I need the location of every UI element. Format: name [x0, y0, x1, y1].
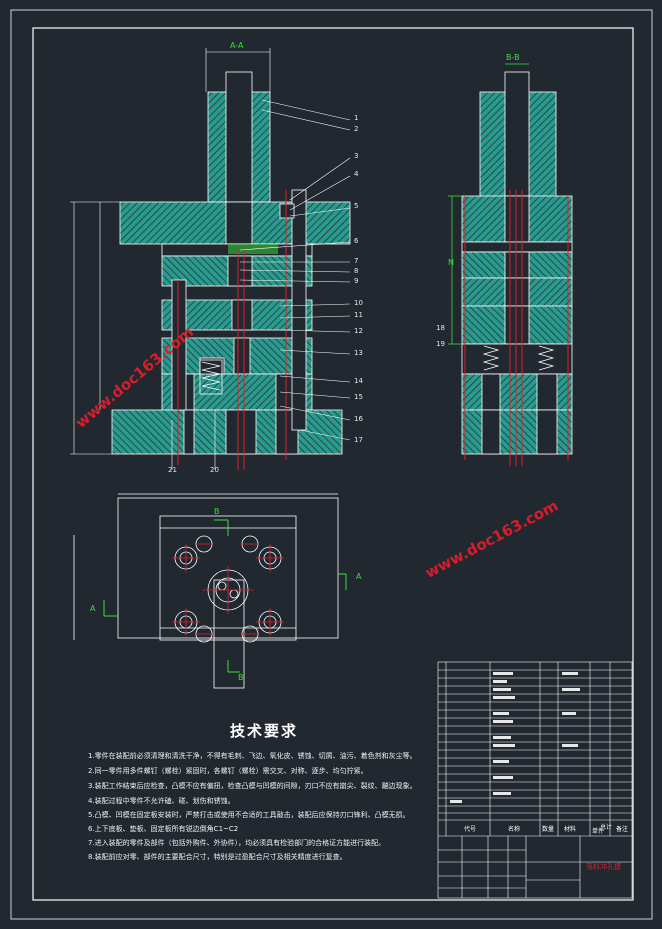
note-line: 2.同一零件用多件螺钉（螺栓）紧固时，各螺钉（螺栓）需交叉、对称、逐步、均匀拧紧… [88, 767, 368, 775]
arrow-label-b: B [214, 507, 220, 516]
tb-col-qty: 数量 [542, 826, 555, 833]
tb-col-weight: 单件 [592, 828, 605, 835]
part-number: 20 [210, 466, 219, 474]
part-number: 3 [354, 152, 359, 160]
part-number: 21 [168, 466, 177, 474]
bom-rows [438, 669, 632, 814]
center-lines-bb [464, 190, 569, 466]
dimension-lines-aa [70, 48, 351, 470]
section-label-bb: B-B [506, 53, 520, 62]
tb-drawing-name: 落料冲孔模 [586, 863, 621, 871]
part-number: 18 [436, 324, 445, 332]
center-lines-aa [177, 190, 287, 470]
bom-marks [450, 672, 580, 803]
note-line: 3.装配工作结束后应检查，凸模不应有偏扭，检查凸模与凹模的间隙，刃口不应有崩尖、… [88, 782, 417, 790]
part-number: 7 [354, 257, 359, 265]
tb-col-code: 代号 [464, 826, 477, 833]
part-number: 17 [354, 436, 363, 444]
part-number: 5 [354, 202, 359, 210]
note-line: 6.上下底板、垫板、固定板所有锐边倒角C1~C2 [88, 825, 239, 833]
note-line: 5.凸模、凹模在固定板安装时，严禁打击或使用不合适的工具敲击，装配后应保持刃口锋… [88, 811, 410, 819]
tb-col-material: 材料 [564, 826, 577, 833]
tech-requirements-title: 技术要求 [230, 722, 299, 740]
part-number: 8 [354, 267, 359, 275]
tb-col-name: 名称 [508, 826, 521, 833]
arrow-label-a-left: A [90, 604, 96, 613]
title-block [437, 661, 633, 899]
part-number: 4 [354, 170, 359, 178]
outer-border [10, 9, 653, 920]
tb-col-total: 总计 [600, 824, 613, 831]
note-line: 7.进入装配的零件及部件（包括外购件、外协件），均必须具有检验部门的合格证方能进… [88, 839, 386, 847]
note-line: 8.装配前应对零、部件的主要配合尺寸，特别是过盈配合尺寸及相关精度进行复查。 [88, 853, 347, 861]
part-number: 14 [354, 377, 363, 385]
plan-view [73, 493, 339, 689]
section-label-aa: A-A [230, 41, 244, 50]
part-number: 2 [354, 125, 359, 133]
section-arrows-plan [103, 519, 347, 673]
note-line: 4.装配过程中零件不允许磕、碰、划伤和锈蚀。 [88, 797, 235, 805]
inner-border [32, 27, 634, 901]
arrow-label-a-right: A [356, 572, 362, 581]
part-number: 15 [354, 393, 363, 401]
part-number: 1 [354, 114, 359, 122]
section-view-aa [111, 71, 351, 455]
part-number: 13 [354, 349, 363, 357]
part-number: 11 [354, 311, 363, 319]
arrow-label-b-bottom: B [238, 673, 244, 682]
part-number: 12 [354, 327, 363, 335]
part-number: 19 [436, 340, 445, 348]
dimension-lines-bb [448, 63, 529, 345]
section-view-bb [461, 71, 573, 455]
part-number: 9 [354, 277, 359, 285]
part-number: 10 [354, 299, 363, 307]
dimension-label-n: N [448, 258, 454, 267]
note-line: 1.零件在装配前必须清理和清洗干净，不得有毛刺、飞边、氧化皮、锈蚀、切屑、油污、… [88, 752, 417, 760]
center-lines-plan [172, 543, 284, 636]
tb-col-note: 备注 [616, 826, 629, 833]
part-number: 16 [354, 415, 363, 423]
part-number: 6 [354, 237, 359, 245]
